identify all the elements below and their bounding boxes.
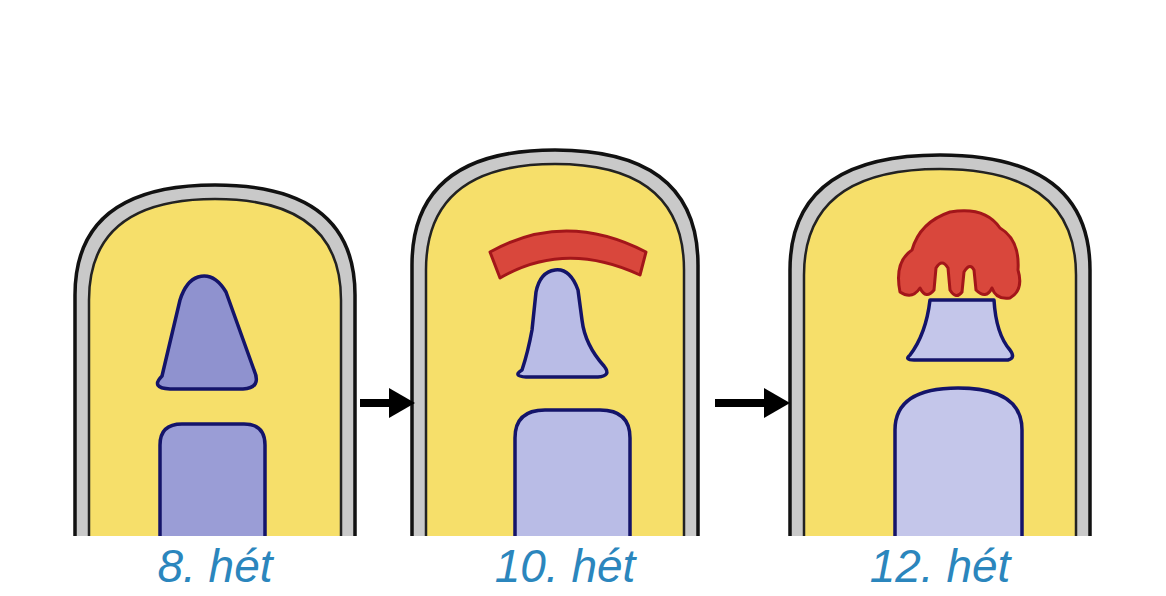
week-label: 8. hét xyxy=(70,540,360,592)
progress-arrow xyxy=(360,388,415,418)
fingertip xyxy=(75,185,355,536)
stage-panel: 10. hét xyxy=(415,145,715,596)
fingertip xyxy=(412,150,698,536)
fingertip xyxy=(790,155,1090,536)
week-label: 10. hét xyxy=(415,540,715,592)
week-label: 12. hét xyxy=(790,540,1090,592)
stage-panel: 12. hét xyxy=(790,150,1090,596)
stage-panel: 8. hét xyxy=(70,180,360,596)
progress-arrow xyxy=(715,388,790,418)
